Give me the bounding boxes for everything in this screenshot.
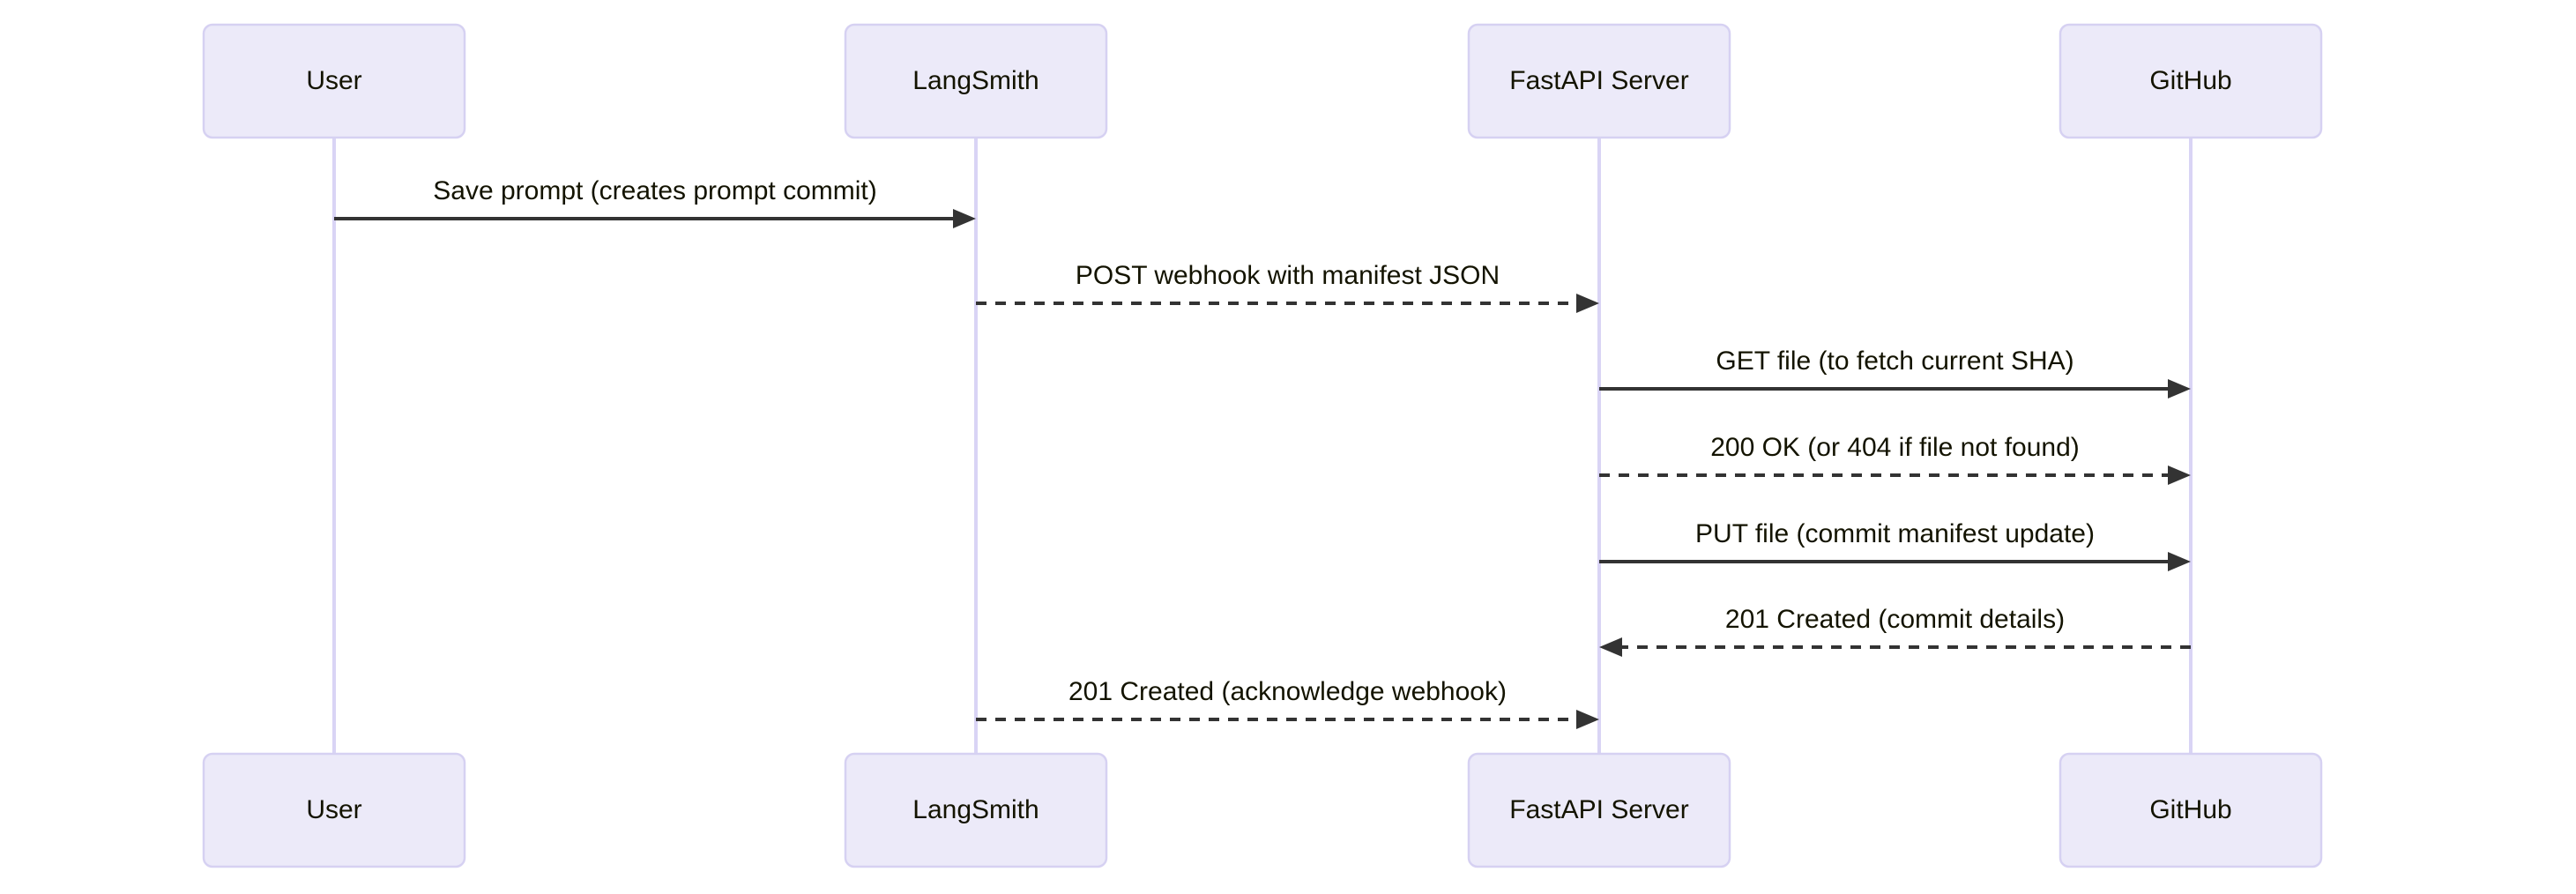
actor-box-fastapi-top — [1467, 23, 1731, 139]
arrowhead-3 — [2168, 466, 2191, 485]
message-3: 200 OK (or 404 if file not found) — [1599, 433, 2191, 485]
arrowhead-2 — [2168, 379, 2191, 399]
actor-box-github-bottom — [2059, 752, 2323, 868]
arrowhead-1 — [1576, 294, 1599, 313]
actor-fastapi-top[interactable]: FastAPI Server — [1467, 23, 1731, 139]
lifelines-layer — [332, 138, 2193, 754]
actor-label-user-top: User — [306, 66, 361, 95]
message-5: 201 Created (commit details) — [1599, 605, 2191, 657]
actor-langsmith-bottom[interactable]: LangSmith — [844, 752, 1108, 868]
actor-label-fastapi-bottom: FastAPI Server — [1509, 795, 1688, 824]
message-1: POST webhook with manifest JSON — [976, 261, 1599, 313]
message-6: 201 Created (acknowledge webhook) — [976, 677, 1599, 729]
actor-github-bottom[interactable]: GitHub — [2059, 752, 2323, 868]
actor-box-langsmith-top — [844, 23, 1108, 139]
actor-box-user-bottom — [202, 752, 466, 868]
actor-label-user-bottom: User — [306, 795, 361, 824]
actor-box-fastapi-bottom — [1467, 752, 1731, 868]
message-label-6: 201 Created (acknowledge webhook) — [1068, 677, 1507, 706]
message-2: GET file (to fetch current SHA) — [1599, 346, 2191, 399]
actor-langsmith-top[interactable]: LangSmith — [844, 23, 1108, 139]
message-label-3: 200 OK (or 404 if file not found) — [1710, 433, 2080, 462]
actor-github-top[interactable]: GitHub — [2059, 23, 2323, 139]
actor-label-github-top: GitHub — [2149, 66, 2231, 95]
arrowhead-6 — [1576, 710, 1599, 729]
actor-user-bottom[interactable]: User — [202, 752, 466, 868]
actor-box-user-top — [202, 23, 466, 139]
actor-box-langsmith-bottom — [844, 752, 1108, 868]
message-4: PUT file (commit manifest update) — [1599, 519, 2191, 571]
actor-label-langsmith-top: LangSmith — [912, 66, 1039, 95]
message-label-2: GET file (to fetch current SHA) — [1716, 346, 2073, 376]
message-label-4: PUT file (commit manifest update) — [1695, 519, 2095, 548]
messages-layer: Save prompt (creates prompt commit) POST … — [334, 176, 2191, 729]
actor-box-github-top — [2059, 23, 2323, 139]
actor-user-top[interactable]: User — [202, 23, 466, 139]
actors-bottom-layer: User LangSmith FastAPI Server GitHub — [202, 752, 2323, 868]
message-0: Save prompt (creates prompt commit) — [334, 176, 976, 228]
actor-fastapi-bottom[interactable]: FastAPI Server — [1467, 752, 1731, 868]
message-label-0: Save prompt (creates prompt commit) — [433, 176, 876, 205]
actor-label-langsmith-bottom: LangSmith — [912, 795, 1039, 824]
actor-label-github-bottom: GitHub — [2149, 795, 2231, 824]
message-label-1: POST webhook with manifest JSON — [1076, 261, 1500, 290]
arrowhead-4 — [2168, 552, 2191, 571]
arrowhead-5 — [1599, 637, 1622, 657]
message-label-5: 201 Created (commit details) — [1725, 605, 2065, 634]
actors-top-layer: User LangSmith FastAPI Server GitHub — [202, 23, 2323, 139]
arrowhead-0 — [953, 209, 976, 228]
actor-label-fastapi-top: FastAPI Server — [1509, 66, 1688, 95]
